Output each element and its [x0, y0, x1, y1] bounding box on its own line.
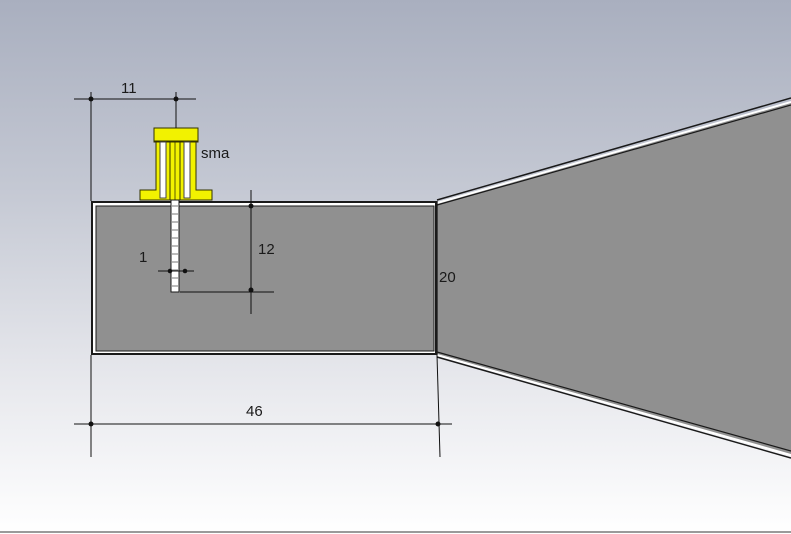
dim-dot: [173, 96, 179, 102]
horn-body: [437, 102, 791, 455]
connector-label: sma: [201, 145, 230, 162]
dim-dot: [167, 268, 173, 274]
horn-bottom-edge-inner: [436, 351, 791, 452]
dimension-probe-length[interactable]: 12: [180, 190, 275, 314]
horn-bottom-edge-outer: [436, 356, 791, 459]
dim-dot: [248, 287, 254, 293]
dimension-probe-offset[interactable]: 11: [74, 80, 196, 201]
ext-line-46-right: [436, 354, 441, 458]
dim-dot: [88, 421, 94, 427]
dim-label-20: 20: [439, 269, 456, 286]
waveguide-cavity: [95, 205, 435, 352]
sma-dielectric-right: [183, 141, 191, 199]
sma-nut: [153, 127, 199, 143]
dim-dot: [435, 421, 441, 427]
dim-dot: [182, 268, 188, 274]
dim-label-11: 11: [121, 80, 137, 97]
probe-ticks: [172, 205, 178, 287]
dim-label-46: 46: [246, 403, 263, 420]
dim-dot: [248, 203, 254, 209]
horn-top-edge-inner: [436, 104, 791, 206]
feed-probe[interactable]: [170, 199, 180, 293]
horn-top-edge-highlight: [436, 101, 791, 204]
sma-dielectric-left: [159, 141, 167, 199]
horn-flare[interactable]: [436, 97, 791, 459]
dim-dot: [88, 96, 94, 102]
dimension-waveguide-length[interactable]: 46: [74, 354, 452, 458]
horn-top-edge-outer: [436, 97, 791, 201]
dimension-probe-diameter[interactable]: 1: [139, 249, 194, 274]
sma-connector[interactable]: [139, 127, 213, 201]
dim-label-1: 1: [139, 249, 147, 266]
horn-bottom-edge-highlight: [436, 354, 791, 456]
dim-label-12: 12: [258, 241, 275, 258]
waveguide-section[interactable]: [91, 201, 438, 355]
